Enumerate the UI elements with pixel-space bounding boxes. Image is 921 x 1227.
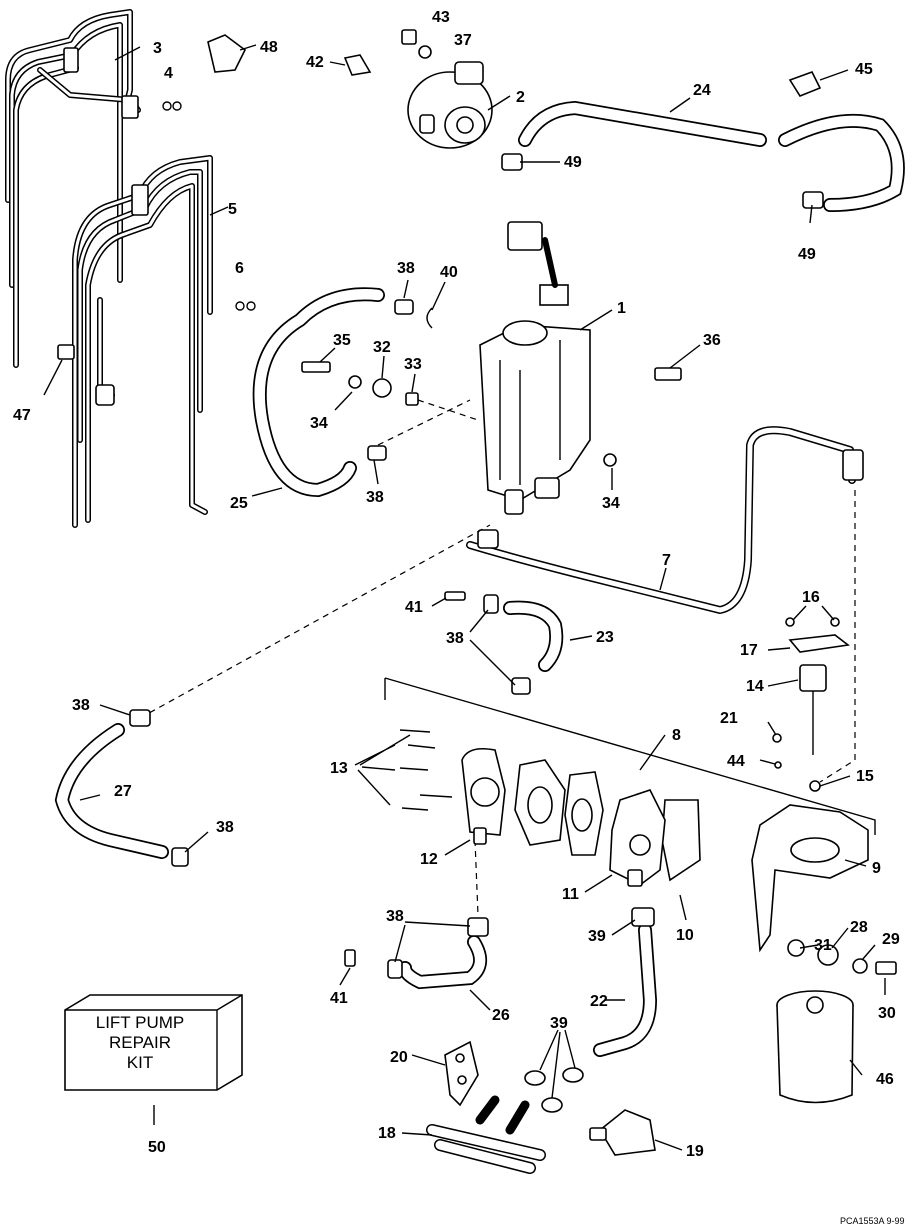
callout-36: 36	[703, 332, 721, 349]
callout-38c: 38	[446, 630, 464, 647]
callout-14: 14	[746, 678, 764, 695]
callout-49b: 49	[798, 246, 816, 263]
callout-24: 24	[693, 82, 711, 99]
callout-35: 35	[333, 332, 351, 349]
callout-40: 40	[440, 264, 458, 281]
small-hardware	[129, 29, 897, 1113]
callout-38e: 38	[216, 819, 234, 836]
dashed-line-38-to-pump	[139, 524, 491, 719]
fuel-pump-body-11	[609, 789, 666, 887]
callout-20: 20	[390, 1049, 408, 1066]
callout-12: 12	[420, 851, 438, 868]
callout-41b: 41	[330, 990, 348, 1007]
hose-23	[503, 600, 564, 672]
callout-labels: 1 2 3 4 5 6 7 8 9 10 11 12 13 14 15 16 1…	[13, 9, 900, 1160]
callout-38b: 38	[366, 489, 384, 506]
hose-24	[518, 100, 905, 212]
callout-49a: 49	[564, 154, 582, 171]
fuel-filter-bracket-9	[751, 804, 869, 953]
valve-19	[589, 1109, 656, 1156]
callout-29: 29	[882, 931, 900, 948]
leader-lines	[43, 44, 886, 1151]
callout-38d: 38	[72, 697, 90, 714]
hose-26	[398, 935, 487, 990]
callout-22: 22	[590, 993, 608, 1010]
callout-10: 10	[676, 927, 694, 944]
fuel-line-bundle-upper	[5, 9, 141, 368]
callout-38f: 38	[386, 908, 404, 925]
callout-18: 18	[378, 1125, 396, 1142]
fuel-cooler-2	[407, 61, 493, 149]
callout-21: 21	[720, 710, 738, 727]
callout-34a: 34	[310, 415, 328, 432]
callout-7: 7	[662, 552, 671, 569]
hose-7	[466, 426, 864, 614]
callout-8: 8	[672, 727, 681, 744]
callout-30: 30	[878, 1005, 896, 1022]
callout-39a: 39	[588, 928, 606, 945]
callout-13: 13	[330, 760, 348, 777]
dashed-line-12-26	[474, 839, 479, 916]
dashed-line-7-15	[819, 490, 856, 783]
callout-1: 1	[617, 300, 626, 317]
kit-label-line1: LIFT PUMP	[96, 1013, 184, 1032]
callout-17: 17	[740, 642, 758, 659]
callout-15: 15	[856, 768, 874, 785]
kit-label-line2: REPAIR	[109, 1033, 171, 1052]
callout-44: 44	[727, 753, 745, 770]
callout-48: 48	[260, 39, 278, 56]
block-20	[444, 1040, 479, 1107]
callout-23: 23	[596, 629, 614, 646]
callout-37: 37	[454, 32, 472, 49]
callout-9: 9	[872, 860, 881, 877]
callout-43: 43	[432, 9, 450, 26]
callout-16: 16	[802, 589, 820, 606]
hose-22	[593, 923, 658, 1057]
dashed-line-33	[417, 399, 479, 421]
callout-6: 6	[235, 260, 244, 277]
callout-50: 50	[148, 1139, 166, 1156]
lift-pump-repair-kit-box: LIFT PUMP REPAIR KIT	[64, 994, 243, 1091]
assembly-frame-8	[384, 677, 876, 835]
gasket-diaphragm-stack	[514, 759, 701, 882]
callout-39b: 39	[550, 1015, 568, 1032]
callout-26: 26	[492, 1007, 510, 1024]
callout-31: 31	[814, 937, 832, 954]
dashed-line-38-to-filter	[377, 399, 471, 446]
oil-filter-46	[776, 990, 854, 1104]
callout-27: 27	[114, 783, 132, 800]
callout-19: 19	[686, 1143, 704, 1160]
callout-34b: 34	[602, 495, 620, 512]
callout-28: 28	[850, 919, 868, 936]
fuel-pump-cover-12	[461, 747, 506, 845]
vapor-separator-1	[479, 221, 591, 515]
figure-code: PCA1553A 9-99	[840, 1216, 905, 1226]
callout-2: 2	[516, 89, 525, 106]
fuel-line-bundle-lower	[57, 155, 213, 528]
manifold-18	[426, 1095, 546, 1174]
callout-25: 25	[230, 495, 248, 512]
callout-42: 42	[306, 54, 324, 71]
callout-46: 46	[876, 1071, 894, 1088]
callout-38a: 38	[397, 260, 415, 277]
callout-47: 47	[13, 407, 31, 424]
kit-label-line3: KIT	[127, 1053, 153, 1072]
callout-5: 5	[228, 201, 237, 218]
sensor-14	[788, 634, 850, 755]
callout-4: 4	[164, 65, 173, 82]
callout-3: 3	[153, 40, 162, 57]
hose-27	[54, 723, 169, 859]
callout-33: 33	[404, 356, 422, 373]
hose-25	[252, 287, 385, 498]
callout-32: 32	[373, 339, 391, 356]
callout-11: 11	[562, 886, 579, 903]
callout-45: 45	[855, 61, 873, 78]
callout-41a: 41	[405, 599, 423, 616]
